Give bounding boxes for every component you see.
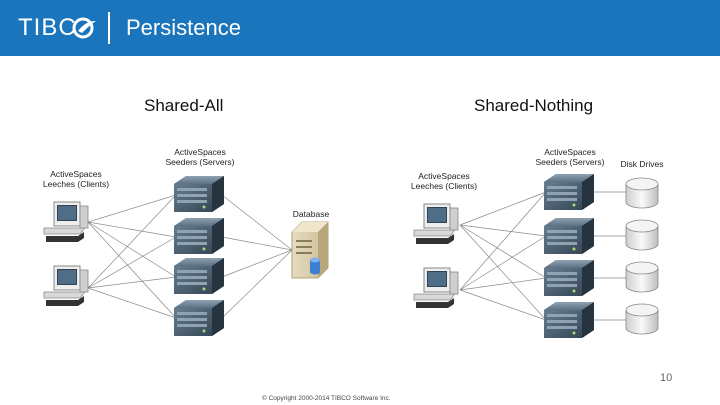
shared-all-server-4 [174, 300, 224, 336]
shared-nothing-seeders-line2: Seeders (Servers) [535, 157, 605, 167]
header-divider [108, 12, 110, 44]
shared-all-client-2 [43, 265, 89, 307]
shared-all-leeches-line2: Leeches (Clients) [42, 179, 110, 189]
shared-all-seeders-line1: ActiveSpaces [174, 147, 226, 157]
disk-drive-icon-1 [625, 177, 659, 209]
disk-drives-label: Disk Drives [620, 159, 664, 169]
shared-all-client-1 [43, 201, 89, 243]
disk-drive-icon-4 [625, 303, 659, 335]
shared-nothing-server-2 [544, 218, 594, 254]
page-number: 10 [660, 372, 673, 384]
slide-title: Persistence [126, 15, 241, 40]
copyright-notice: © Copyright 2000-2014 TIBCO Software Inc… [262, 395, 391, 402]
shared-nothing-leeches-label: ActiveSpaces Leeches (Clients) [404, 171, 484, 191]
shared-all-seeders-label: ActiveSpaces Seeders (Servers) [160, 147, 240, 167]
shared-all-server-2 [174, 218, 224, 254]
database-label: Database [292, 209, 330, 219]
shared-nothing-leeches-line2: Leeches (Clients) [410, 181, 478, 191]
shared-nothing-links [459, 191, 626, 321]
shared-nothing-seeders-line1: ActiveSpaces [544, 147, 596, 157]
disk-drive-icon-3 [625, 261, 659, 293]
tibco-logo-icon [72, 17, 96, 39]
disk-drive-icon-2 [625, 219, 659, 251]
shared-nothing-server-1 [544, 174, 594, 210]
shared-nothing-seeders-label: ActiveSpaces Seeders (Servers) [530, 147, 610, 167]
shared-all-seeders-line2: Seeders (Servers) [165, 157, 235, 167]
tibco-logo: TIBC [18, 14, 77, 41]
shared-nothing-server-4 [544, 302, 594, 338]
shared-all-leeches-label: ActiveSpaces Leeches (Clients) [36, 169, 116, 189]
shared-all-server-1 [174, 176, 224, 212]
header-bar: TIBC Persistence [0, 0, 720, 56]
shared-all-title: Shared-All [144, 96, 224, 115]
shared-all-leeches-line1: ActiveSpaces [50, 169, 102, 179]
shared-nothing-title: Shared-Nothing [474, 96, 594, 115]
shared-nothing-client-2 [413, 267, 459, 309]
shared-nothing-leeches-line1: ActiveSpaces [418, 171, 470, 181]
shared-nothing-server-3 [544, 260, 594, 296]
shared-all-server-3 [174, 258, 224, 294]
database-icon [291, 221, 329, 279]
shared-nothing-client-1 [413, 203, 459, 245]
shared-all-links [87, 194, 293, 319]
